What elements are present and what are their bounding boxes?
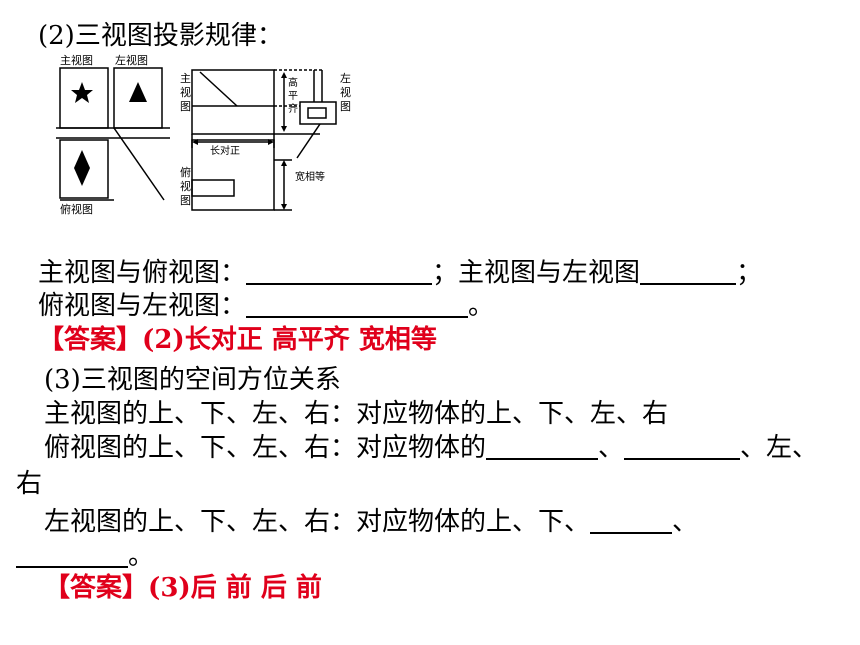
section-3-heading: (3)三视图的空间方位关系 [44, 365, 341, 395]
blank-top-side[interactable] [246, 290, 469, 318]
right-diagram [191, 69, 337, 211]
p3-l3-text-a: 左视图的上、下、左、右：对应物体的上、下、 [44, 507, 591, 537]
p3-l2-sep: 、 [598, 433, 625, 463]
triangle-icon [129, 82, 147, 102]
p2-line-1: 主视图与俯视图：；主视图与左视图； [38, 257, 762, 289]
right-side-label: 左视图 [340, 72, 351, 113]
p2-line-2: 俯视图与左视图： 。 [38, 290, 494, 322]
p3-line-2-wrap: 右 [16, 469, 43, 499]
left-top-label: 俯视图 [60, 202, 93, 216]
left-side-label: 左视图 [115, 53, 148, 67]
left-front-label: 主视图 [60, 53, 93, 67]
answer-3-text: (3)后 前 后 前 [148, 573, 322, 603]
p2-l1-text-b: 主视图与左视图 [458, 258, 641, 288]
p3-line-1: 主视图的上、下、左、右：对应物体的上、下、左、右 [44, 399, 669, 429]
three-view-figure: 主视图 左视图 俯视图 [56, 53, 351, 216]
p3-l4-end: 。 [128, 541, 155, 571]
blank-front-side[interactable] [640, 257, 737, 285]
blank-side-view-left[interactable] [590, 506, 673, 534]
length-label: 长对正 [210, 144, 240, 157]
p2-l1-end: ； [736, 258, 763, 288]
p3-l2-end: 、左、 [740, 433, 819, 463]
p3-line-3: 左视图的上、下、左、右：对应物体的上、下、 、 [44, 506, 698, 538]
left-diagram: 主视图 左视图 俯视图 [56, 53, 170, 216]
p2-l2-end: 。 [468, 291, 495, 321]
p3-line-2: 俯视图的上、下、左、右：对应物体的 、 、左、 [44, 432, 818, 464]
blank-side-view-right[interactable] [16, 540, 128, 568]
blank-top-view-up[interactable] [486, 432, 599, 460]
p3-line-4: 。 [16, 540, 154, 572]
p3-l2-text-a: 俯视图的上、下、左、右：对应物体的 [44, 433, 487, 463]
right-front-label: 主视图 [180, 72, 191, 113]
blank-front-top[interactable] [246, 257, 433, 285]
p2-l1-sep: ； [432, 258, 459, 288]
answer-3: 【答案】(3)后 前 后 前 [44, 572, 322, 604]
answer-2-prefix: 【答案】 [38, 325, 143, 355]
blank-top-view-down[interactable] [624, 432, 741, 460]
p2-l2-text-a: 俯视图与左视图： [38, 291, 247, 321]
right-top-label: 俯视图 [180, 165, 191, 207]
width-label: 宽相等 [295, 170, 325, 183]
answer-2-text: (2)长对正 高平齐 宽相等 [142, 325, 437, 355]
diamond-icon [74, 150, 90, 186]
answer-3-prefix: 【答案】 [44, 573, 149, 603]
star-icon [71, 82, 93, 103]
answer-2: 【答案】(2)长对正 高平齐 宽相等 [38, 324, 437, 356]
p3-l3-sep: 、 [672, 507, 699, 537]
p2-l1-text-a: 主视图与俯视图： [38, 258, 247, 288]
section-2-heading: (2)三视图投影规律： [38, 21, 283, 51]
height-label: 高平齐 [288, 76, 298, 115]
